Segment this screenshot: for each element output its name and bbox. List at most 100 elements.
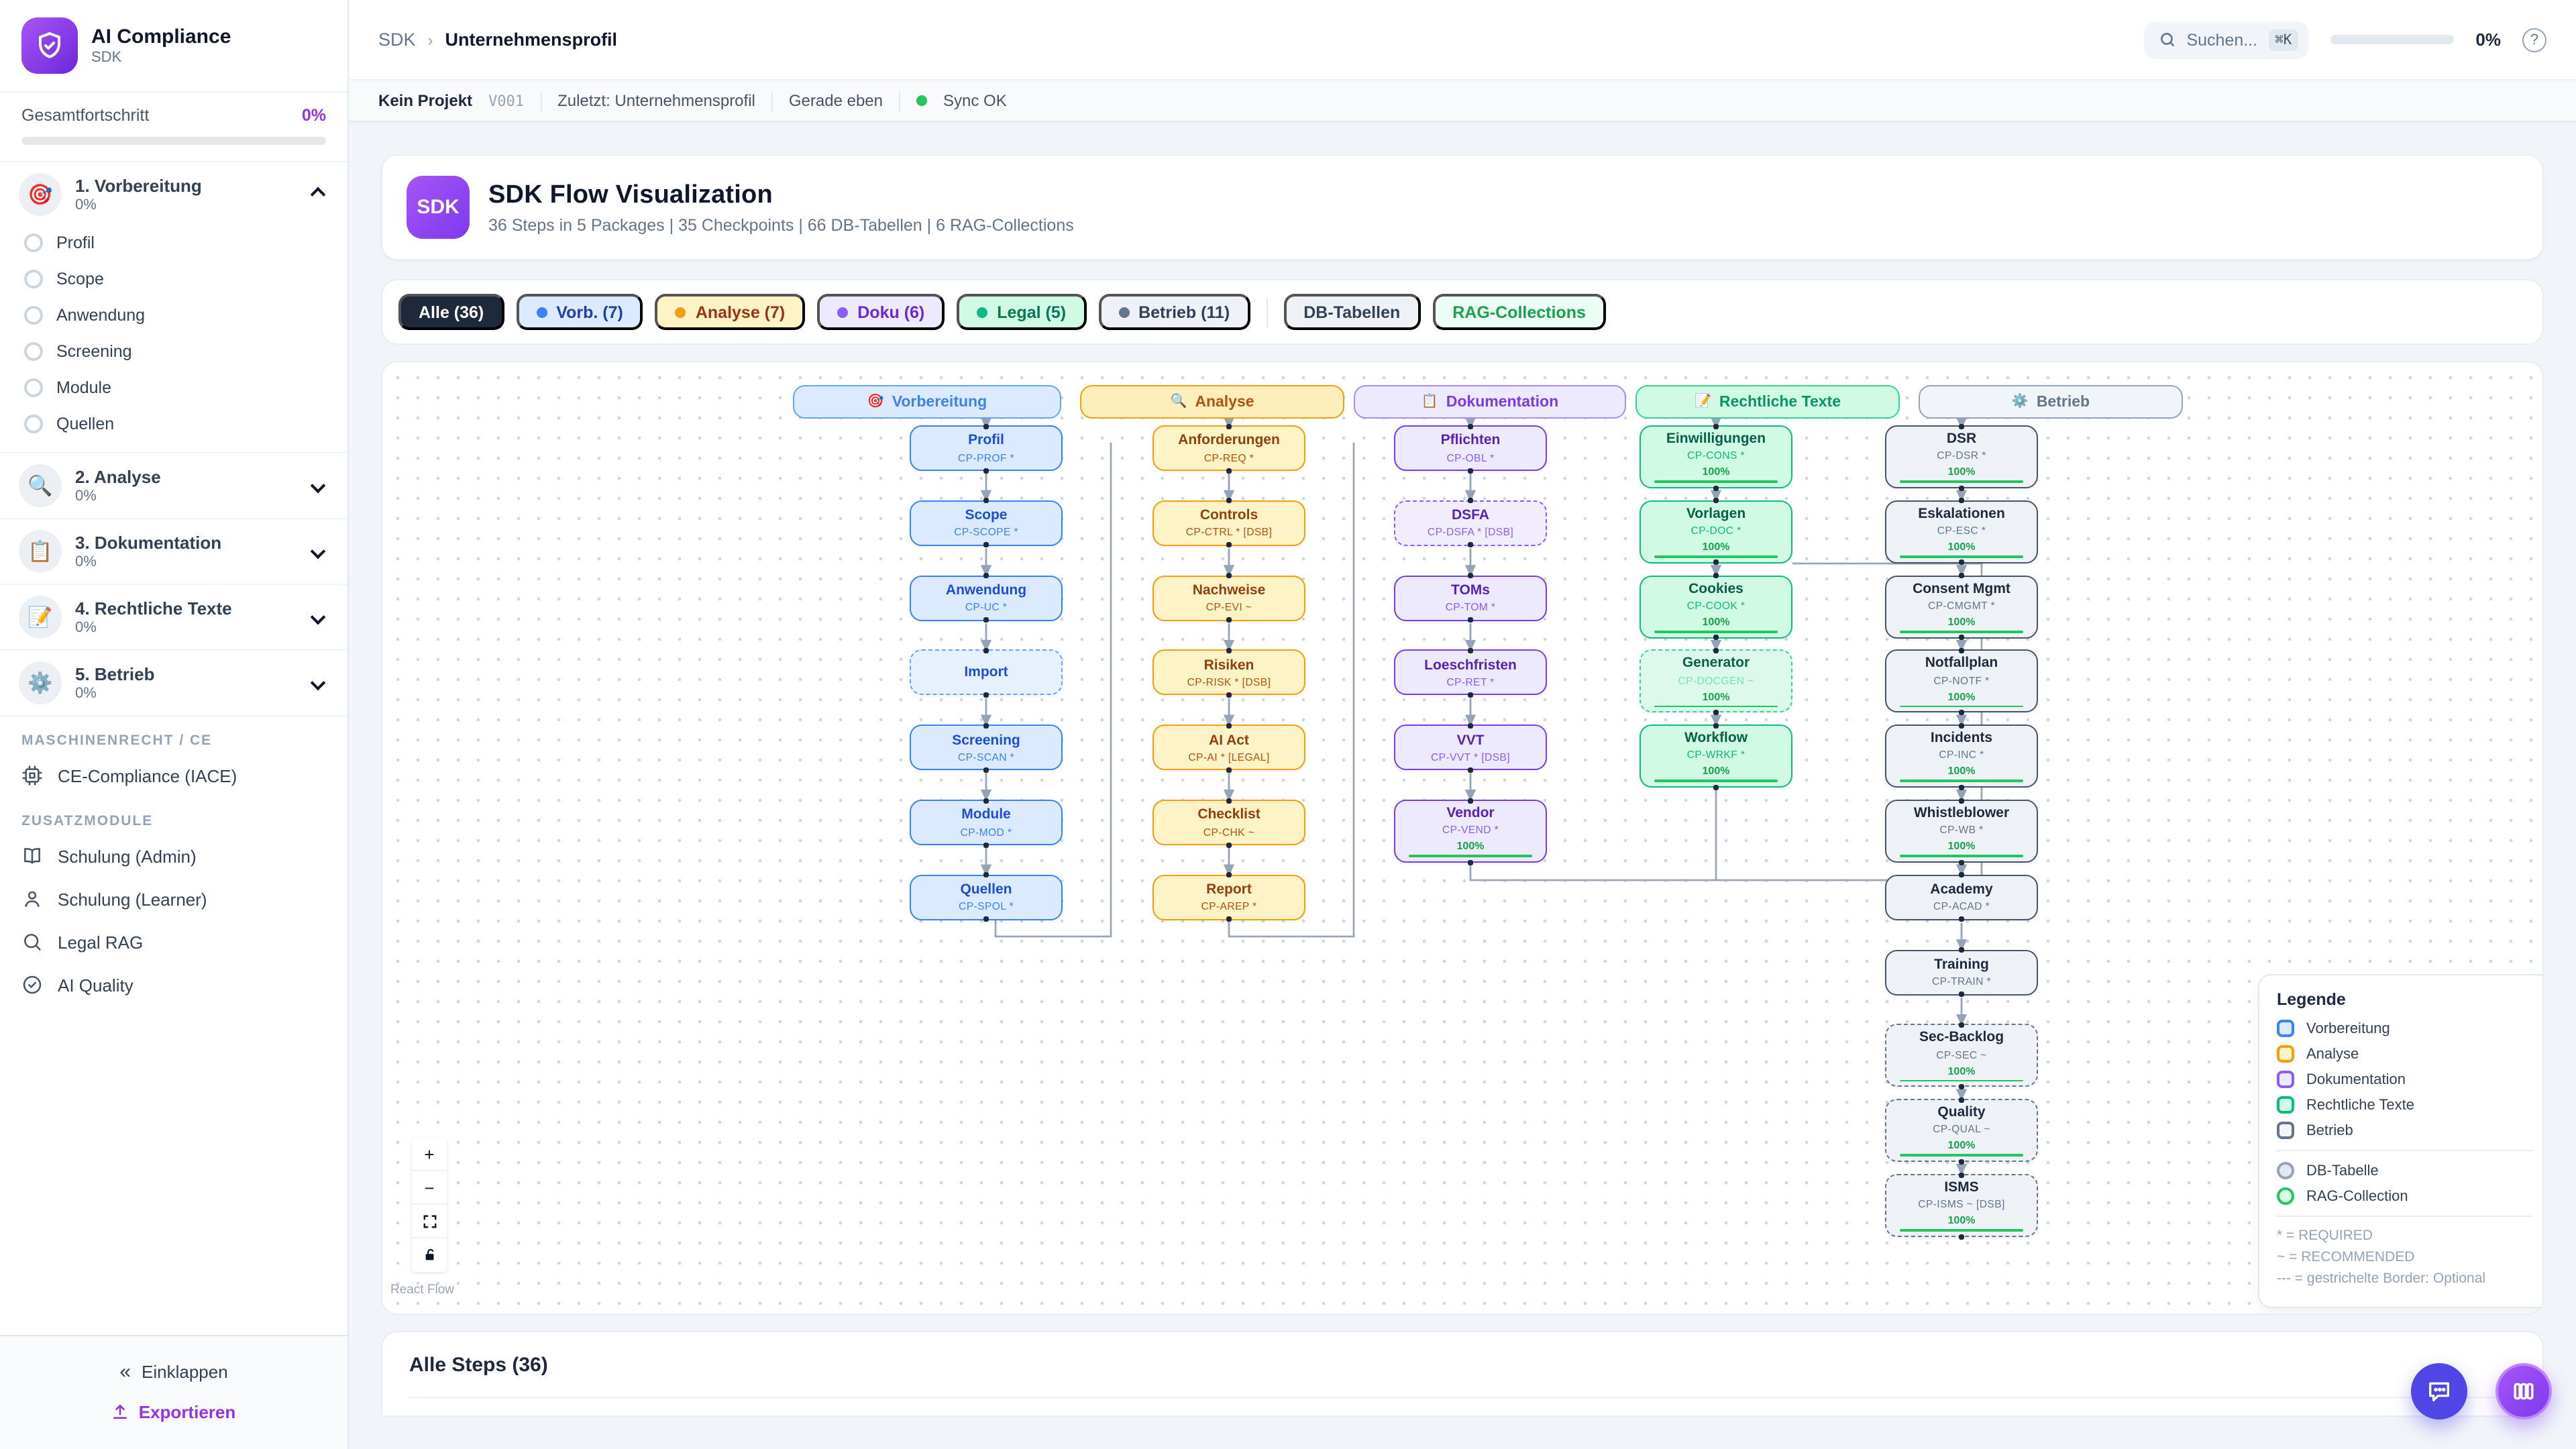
sidebar-section-header-4[interactable]: 📝4. Rechtliche Texte0%	[19, 596, 329, 639]
step-status-icon	[24, 269, 43, 288]
sidebar-section-header-5[interactable]: ⚙️5. Betrieb0%	[19, 661, 329, 704]
search-input[interactable]: Suchen... ⌘K	[2143, 21, 2309, 58]
help-icon[interactable]: ?	[2522, 28, 2546, 52]
filter-dot-icon	[837, 307, 848, 317]
sync-status: Sync OK	[943, 91, 1007, 110]
flow-node-scope[interactable]: ScopeCP-SCOPE *	[910, 500, 1063, 546]
flow-node-anwendung[interactable]: AnwendungCP-UC *	[910, 575, 1063, 621]
filter-chip-legal[interactable]: Legal (5)	[957, 294, 1086, 330]
sidebar-module-schulung-admin-[interactable]: Schulung (Admin)	[0, 835, 347, 877]
sidebar-module-ce-compliance-iace-[interactable]: CE-Compliance (IACE)	[0, 754, 347, 797]
filter-chip-db[interactable]: DB-Tabellen	[1283, 294, 1420, 330]
sidebar-module-legal-rag[interactable]: Legal RAG	[0, 920, 347, 963]
filter-chip-betrieb[interactable]: Betrieb (11)	[1098, 294, 1250, 330]
flow-node-nachweise[interactable]: NachweiseCP-EVI ~	[1152, 575, 1305, 621]
flow-node-report[interactable]: ReportCP-AREP *	[1152, 875, 1305, 920]
breadcrumb-sdk[interactable]: SDK	[378, 30, 416, 50]
collapse-sidebar-button[interactable]: « Einklappen	[0, 1350, 347, 1394]
package-header-dokumentation[interactable]: 📋Dokumentation	[1354, 385, 1626, 419]
sidebar-item-screening[interactable]: Screening	[19, 333, 329, 369]
flow-node-cookies[interactable]: CookiesCP-COOK *100%	[1640, 575, 1792, 638]
package-emoji-icon: 🎯	[867, 394, 884, 409]
fit-view-button[interactable]	[412, 1205, 447, 1238]
flow-node-quality[interactable]: QualityCP-QUAL ~100%	[1885, 1099, 2038, 1162]
zoom-out-button[interactable]: −	[412, 1171, 447, 1205]
legend-label: Vorbereitung	[2306, 1020, 2390, 1036]
node-code: CP-REQ *	[1204, 451, 1254, 464]
package-header-betrieb[interactable]: ⚙️Betrieb	[1919, 385, 2183, 419]
filter-chip-analyse[interactable]: Analyse (7)	[655, 294, 805, 330]
filter-chip-label: RAG-Collections	[1452, 303, 1586, 321]
chat-fab-button[interactable]	[2411, 1363, 2467, 1419]
flow-node-workflow[interactable]: WorkflowCP-WRKF *100%	[1640, 724, 1792, 788]
sidebar-section-header-3[interactable]: 📋3. Dokumentation0%	[19, 530, 329, 573]
sidebar-module-schulung-learner-[interactable]: Schulung (Learner)	[0, 877, 347, 920]
node-title: Vendor	[1446, 805, 1494, 822]
section-label: 3. Dokumentation	[75, 533, 299, 553]
flow-node-sec-backlog[interactable]: Sec-BacklogCP-SEC ~100%	[1885, 1024, 2038, 1087]
flow-node-einwilligungen[interactable]: EinwilligungenCP-CONS *100%	[1640, 425, 1792, 488]
flow-node-training[interactable]: TrainingCP-TRAIN *	[1885, 949, 2038, 995]
flow-node-vendor[interactable]: VendorCP-VEND *100%	[1394, 800, 1547, 863]
flow-node-notfallplan[interactable]: NotfallplanCP-NOTF *100%	[1885, 650, 2038, 713]
react-flow-canvas[interactable]: 🎯VorbereitungProfilCP-PROF *ScopeCP-SCOP…	[382, 362, 2542, 1313]
filter-chip-rag[interactable]: RAG-Collections	[1432, 294, 1606, 330]
flow-node-risiken[interactable]: RisikenCP-RISK * [DSB]	[1152, 650, 1305, 696]
overall-progress: Gesamtfortschritt 0%	[0, 93, 347, 161]
flow-node-loeschfristen[interactable]: LoeschfristenCP-RET *	[1394, 650, 1547, 696]
flow-node-incidents[interactable]: IncidentsCP-INC *100%	[1885, 724, 2038, 788]
sidebar-item-quellen[interactable]: Quellen	[19, 405, 329, 441]
flow-node-controls[interactable]: ControlsCP-CTRL * [DSB]	[1152, 500, 1305, 546]
flow-node-dsfa[interactable]: DSFACP-DSFA * [DSB]	[1394, 500, 1547, 546]
flow-node-anforderungen[interactable]: AnforderungenCP-REQ *	[1152, 425, 1305, 471]
node-code: CP-CHK ~	[1203, 826, 1254, 838]
filter-chip-vorb[interactable]: Vorb. (7)	[516, 294, 643, 330]
zoom-in-button[interactable]: +	[412, 1138, 447, 1171]
package-header-vorbereitung[interactable]: 🎯Vorbereitung	[793, 385, 1061, 419]
export-button[interactable]: Exportieren	[0, 1394, 347, 1430]
sidebar-section-header-1[interactable]: 🎯1. Vorbereitung0%	[19, 173, 329, 216]
flow-node-checklist[interactable]: ChecklistCP-CHK ~	[1152, 800, 1305, 845]
flow-node-vvt[interactable]: VVTCP-VVT * [DSB]	[1394, 724, 1547, 770]
sidebar-item-scope[interactable]: Scope	[19, 260, 329, 297]
flow-node-screening[interactable]: ScreeningCP-SCAN *	[910, 724, 1063, 770]
node-code: CP-SPOL *	[959, 901, 1014, 913]
flow-node-ai-act[interactable]: AI ActCP-AI * [LEGAL]	[1152, 724, 1305, 770]
filter-chip-all[interactable]: Alle (36)	[398, 294, 504, 330]
flow-node-whistleblower[interactable]: WhistleblowerCP-WB *100%	[1885, 800, 2038, 863]
flow-node-quellen[interactable]: QuellenCP-SPOL *	[910, 875, 1063, 920]
flow-node-eskalationen[interactable]: EskalationenCP-ESC *100%	[1885, 500, 2038, 564]
columns-fab-button[interactable]	[2496, 1363, 2552, 1419]
cpu-icon	[21, 765, 43, 786]
flow-node-isms[interactable]: ISMSCP-ISMS ~ [DSB]100%	[1885, 1174, 2038, 1237]
node-title: Scope	[965, 507, 1007, 525]
node-code: CP-EVI ~	[1206, 601, 1252, 613]
filter-chip-doku[interactable]: Doku (6)	[817, 294, 945, 330]
sidebar-section-4: 📝4. Rechtliche Texte0%	[0, 585, 347, 651]
sidebar-section-header-2[interactable]: 🔍2. Analyse0%	[19, 464, 329, 507]
flow-node-module[interactable]: ModuleCP-MOD *	[910, 800, 1063, 845]
flow-node-profil[interactable]: ProfilCP-PROF *	[910, 425, 1063, 471]
flow-node-vorlagen[interactable]: VorlagenCP-DOC *100%	[1640, 500, 1792, 564]
flow-node-dsr[interactable]: DSRCP-DSR *100%	[1885, 425, 2038, 488]
flow-node-academy[interactable]: AcademyCP-ACAD *	[1885, 875, 2038, 920]
flow-node-generator[interactable]: GeneratorCP-DOCGEN ~100%	[1640, 650, 1792, 713]
flow-node-import[interactable]: Import	[910, 650, 1063, 696]
legend-shape-row: DB-Tabelle	[2277, 1162, 2533, 1179]
sidebar-module-ai-quality[interactable]: AI Quality	[0, 963, 347, 1006]
sidebar-item-anwendung[interactable]: Anwendung	[19, 297, 329, 333]
legend-label: RAG-Collection	[2306, 1188, 2408, 1204]
book-icon	[21, 845, 43, 867]
sidebar-item-module[interactable]: Module	[19, 369, 329, 405]
flow-node-toms[interactable]: TOMsCP-TOM *	[1394, 575, 1547, 621]
lock-button[interactable]	[412, 1238, 447, 1272]
header-progress-bar	[2330, 35, 2454, 44]
package-header-rechtliche-texte[interactable]: 📝Rechtliche Texte	[1635, 385, 1900, 419]
flow-node-pflichten[interactable]: PflichtenCP-OBL *	[1394, 425, 1547, 471]
flow-node-consent-mgmt[interactable]: Consent MgmtCP-CMGMT *100%	[1885, 575, 2038, 638]
node-title: Checklist	[1197, 807, 1260, 824]
sidebar-item-profil[interactable]: Profil	[19, 224, 329, 260]
filter-dot-icon	[1118, 307, 1129, 317]
node-code: CP-AI * [LEGAL]	[1188, 751, 1269, 763]
package-header-analyse[interactable]: 🔍Analyse	[1080, 385, 1344, 419]
